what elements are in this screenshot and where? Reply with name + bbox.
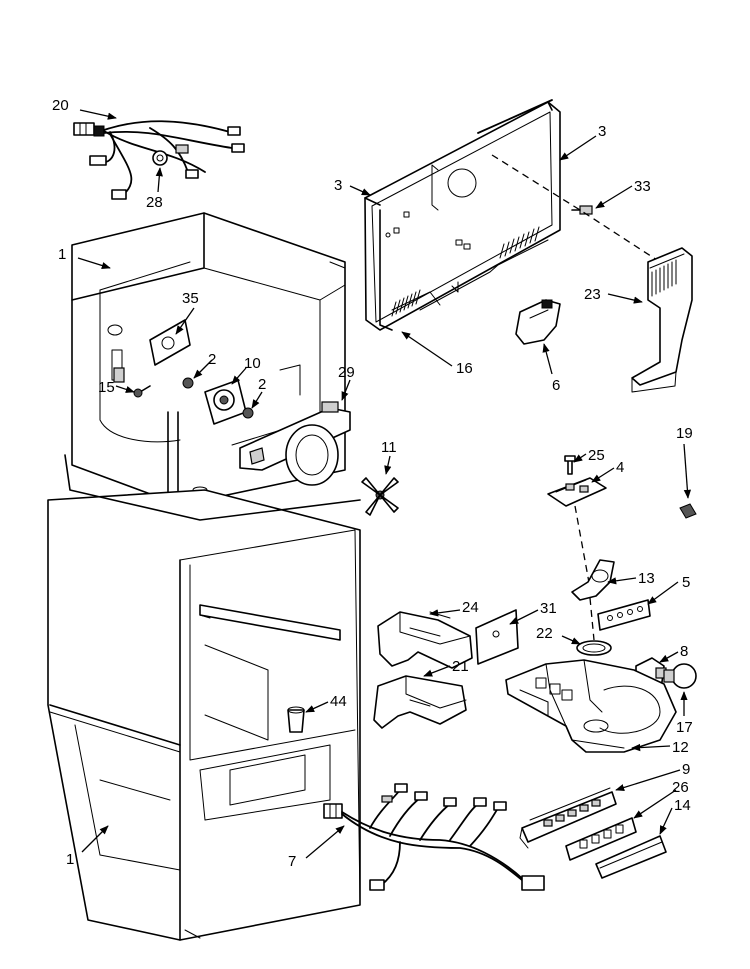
- callout-23: 23: [584, 286, 601, 303]
- callout-7: 7: [288, 853, 296, 870]
- callout-3-right: 3: [598, 123, 606, 140]
- callout-15: 15: [98, 379, 115, 396]
- callout-labels: 20 28 1 35 2 10 2 29 15 11 3 3 33 16 23 …: [52, 97, 693, 870]
- part-control-board: [547, 455, 607, 507]
- part-light-bulb: [663, 663, 697, 689]
- callout-28: 28: [146, 194, 163, 211]
- part-trim-strip: [595, 835, 667, 879]
- panel-vent-left: [391, 289, 421, 317]
- part-fan-blade: [361, 477, 399, 516]
- part-control-housing: [505, 659, 677, 753]
- callout-22: 22: [536, 625, 553, 642]
- part-fan-motor: [133, 377, 254, 425]
- callout-24: 24: [462, 599, 479, 616]
- callout-13: 13: [638, 570, 655, 587]
- part-control-overlay: [565, 817, 637, 861]
- callout-20: 20: [52, 97, 69, 114]
- panel-vent-right: [499, 226, 540, 259]
- callout-25: 25: [588, 447, 605, 464]
- part-light-socket: [287, 706, 305, 733]
- callout-29: 29: [338, 364, 355, 381]
- callout-19: 19: [676, 425, 693, 442]
- part-switch-strip: [597, 599, 651, 631]
- callout-44: 44: [330, 693, 347, 710]
- callout-1-lower: 1: [66, 851, 74, 868]
- callout-31: 31: [540, 600, 557, 617]
- callout-12: 12: [672, 739, 689, 756]
- callout-17: 17: [676, 719, 693, 736]
- callout-6: 6: [552, 377, 560, 394]
- callout-11: 11: [381, 439, 397, 456]
- callout-35: 35: [182, 290, 199, 307]
- part-air-duct-lower: [373, 675, 467, 729]
- part-control-panel: [519, 787, 617, 849]
- part-thermostat-knob: [515, 299, 561, 345]
- part-cover-plate: [475, 609, 519, 665]
- callout-9: 9: [682, 761, 690, 778]
- part-bracket: [571, 559, 615, 601]
- callout-3-left: 3: [334, 177, 342, 194]
- callout-21: 21: [452, 658, 469, 675]
- part-air-duct-upper: [377, 611, 473, 669]
- callout-5: 5: [682, 574, 690, 591]
- callout-4: 4: [616, 459, 624, 476]
- part-air-damper: [631, 247, 693, 393]
- part-liner-back-panel: [364, 99, 561, 331]
- part-fan-shroud: [239, 401, 351, 486]
- callout-10: 10: [244, 355, 261, 372]
- callout-2-left: 2: [208, 351, 216, 368]
- part-fresh-food-liner: [47, 454, 361, 941]
- callout-2-right: 2: [258, 376, 266, 393]
- part-wire-harness-lower: [323, 783, 545, 891]
- callout-8: 8: [680, 643, 688, 660]
- part-wire-harness-upper: [73, 120, 245, 200]
- leader-lines: [77, 109, 692, 859]
- part-clip: [679, 503, 697, 519]
- part-gasket-seal: [576, 640, 612, 656]
- callout-33: 33: [634, 178, 651, 195]
- callout-14: 14: [674, 797, 691, 814]
- callout-16: 16: [456, 360, 473, 377]
- callout-1-upper: 1: [58, 246, 66, 263]
- callout-26: 26: [672, 779, 689, 796]
